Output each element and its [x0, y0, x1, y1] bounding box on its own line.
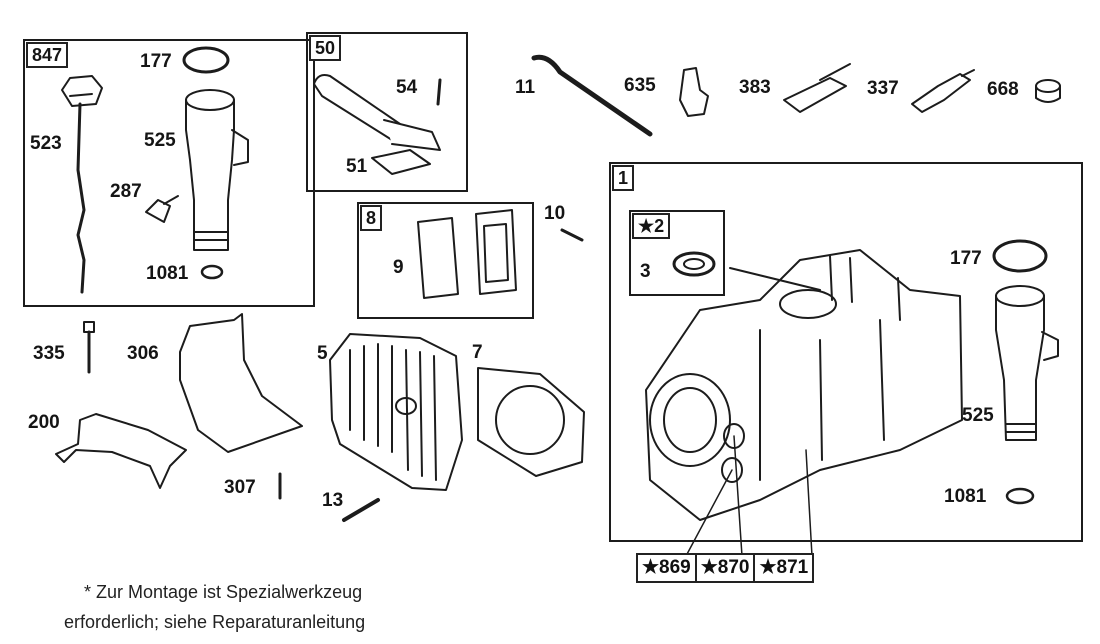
plug-287: [145, 195, 179, 223]
group-tag-2: ★2: [632, 213, 671, 239]
crankcase-1: [645, 249, 963, 521]
cap-668: [1035, 79, 1061, 103]
part-label-11: 11: [515, 77, 536, 98]
part-label-525a: 525: [144, 130, 176, 151]
group-tag-1: 1: [612, 165, 635, 191]
footnote-line-2: erforderlich; siehe Reparaturanleitung: [64, 612, 366, 632]
part-label-383: 383: [739, 77, 771, 98]
dipstick-523: [61, 75, 103, 294]
rod-11: [531, 54, 653, 137]
part-label-523: 523: [30, 133, 62, 154]
footnote-line-1: * Zur Montage ist Spezialwerkzeug: [84, 582, 363, 602]
breather-tube-50: [313, 74, 441, 151]
part-label-307: 307: [224, 477, 256, 498]
part-label-1081a: 1081: [146, 263, 189, 284]
group-847-frame: [23, 39, 315, 307]
shroud-306: [179, 313, 303, 453]
bolt-13: [342, 498, 380, 522]
part-label-525b: 525: [962, 405, 994, 426]
screw-10: [560, 228, 584, 242]
part-label-5: 5: [317, 343, 328, 364]
cylinder-head-5: [329, 333, 463, 491]
part-label-51: 51: [346, 156, 368, 177]
fitting-635: [679, 67, 709, 117]
part-label-200: 200: [28, 412, 60, 433]
part-label-1081b: 1081: [944, 486, 987, 507]
gasket-51: [371, 149, 431, 175]
part-label-287: 287: [110, 181, 142, 202]
oring-1081-b: [1005, 487, 1035, 505]
lever-200: [55, 413, 187, 489]
part-label-13: 13: [322, 490, 344, 511]
part-label-10: 10: [544, 203, 566, 224]
group-50-frame: [306, 32, 468, 192]
part-label-306: 306: [127, 343, 159, 364]
group-2-frame: [629, 210, 725, 296]
part-label-9: 9: [393, 257, 404, 278]
group-1-frame: [609, 162, 1083, 542]
special-tool-row: ★869 ★870 ★871: [636, 553, 815, 583]
gasket-9: [417, 217, 459, 299]
part-label-668: 668: [987, 79, 1019, 100]
special-tool-869: ★869: [638, 555, 697, 581]
seal-3: [672, 251, 716, 277]
filler-tube-525-b: [995, 285, 1059, 441]
oring-1081-a: [200, 264, 224, 280]
part-label-337: 337: [867, 78, 899, 99]
special-tool-870: ★870: [697, 555, 756, 581]
screw-54: [436, 78, 442, 106]
gasket-7: [477, 367, 585, 477]
part-label-3: 3: [640, 261, 651, 282]
spark-plug-337: [911, 69, 975, 113]
part-383: [783, 63, 851, 113]
part-label-54: 54: [396, 77, 418, 98]
oring-177-b: [992, 239, 1048, 273]
group-tag-8: 8: [360, 205, 383, 231]
part-label-635: 635: [624, 75, 656, 96]
filler-tube-525-a: [185, 89, 249, 251]
part-label-7: 7: [472, 342, 483, 363]
part-label-335: 335: [33, 343, 65, 364]
oring-177-a: [182, 46, 230, 74]
group-8-frame: [357, 202, 534, 319]
part-label-177a: 177: [140, 51, 172, 72]
leader-lines: [685, 435, 813, 557]
group-tag-847: 847: [26, 42, 69, 68]
part-label-177b: 177: [950, 248, 982, 269]
special-tool-871: ★871: [759, 557, 809, 578]
group-tag-50: 50: [309, 35, 342, 61]
bolt-335: [83, 321, 95, 374]
